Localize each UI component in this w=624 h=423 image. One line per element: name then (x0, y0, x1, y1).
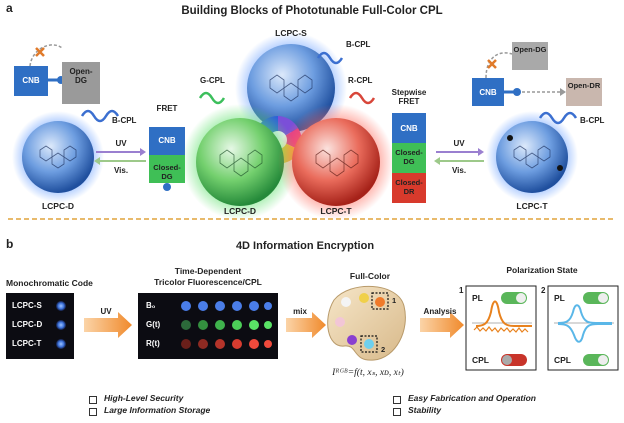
uv-arrow (84, 312, 132, 338)
vis-label-right: Vis. (451, 166, 467, 175)
sw-cnb-label: CNB (400, 124, 418, 133)
mono-title: Monochromatic Code (6, 278, 93, 288)
panel-a-title: Building Blocks of Phototunable Full-Col… (181, 5, 443, 17)
mix-label: mix (293, 307, 307, 316)
fret-closed-dg-box (149, 163, 185, 183)
sphere-lcpc-d-left (22, 121, 94, 193)
lcpc-d-label-left: LCPC-D (41, 201, 75, 211)
cnb-box-left (14, 66, 48, 96)
sw-closed-dg-label: Closed-DG (395, 148, 423, 166)
palette-mark-1: 1 (392, 296, 397, 305)
state-number-1: 1 (459, 286, 464, 295)
state-number-2: 2 (541, 286, 546, 295)
panel-b-label: b (6, 237, 14, 251)
analysis-label: Analysis (423, 307, 457, 316)
feature-4: Stability (408, 405, 442, 415)
r-cpl-label: R-CPL (348, 76, 373, 85)
state-1-pl-label: PL (472, 293, 483, 303)
open-dg-label-left: Open-DG (69, 67, 93, 85)
uv-label-right: UV (453, 139, 465, 148)
tri-row-rt: R(t) (146, 339, 160, 348)
sphere-lcpc-t-right (496, 121, 568, 193)
state-2-pl-label: PL (554, 293, 565, 303)
tri-title-2: Tricolor Fluorescence/CPL (154, 277, 262, 287)
stepwise-fret-label: Stepwise FRET (391, 88, 427, 106)
cnb-box-right (472, 78, 504, 106)
feature-2: Large Information Storage (104, 405, 211, 415)
state-1-cpl-noise (473, 326, 529, 333)
palette-color-1 (375, 297, 385, 307)
feature-1: High-Level Security (104, 393, 184, 403)
cross-mark-left (35, 47, 45, 57)
lcpc-t-label-red: LCPC-T (320, 206, 352, 216)
tri-row-b0: B₀ (146, 301, 156, 310)
uv-label-left: UV (115, 139, 127, 148)
b-cpl-label-right: B-CPL (580, 116, 605, 125)
panel-a-label: a (6, 1, 13, 15)
g-cpl-label: G-CPL (200, 76, 225, 85)
b-cpl-helix-top (316, 51, 344, 65)
palette-mark-2: 2 (381, 345, 386, 354)
fret-cnb-box (149, 127, 185, 155)
feature-checkbox-4 (393, 408, 401, 416)
open-dr-label-right: Open-DR (567, 81, 601, 90)
lcpc-t-label-right: LCPC-T (516, 201, 548, 211)
feature-checkbox-1 (89, 396, 97, 404)
fret-cnb-label: CNB (158, 136, 176, 145)
full-color-title: Full-Color (349, 271, 391, 281)
b-cpl-helix-left (80, 109, 120, 123)
encoding-equation: Iᴿᴳᴮ=f(t, xₛ, xᴅ, xₜ) (332, 368, 404, 378)
sw-cnb-box (392, 113, 426, 143)
sphere-lcpc-d-green (196, 118, 284, 206)
b-cpl-label-left: B-CPL (112, 116, 137, 125)
vis-label-left: Vis. (113, 166, 129, 175)
analysis-arrow (420, 312, 464, 338)
palette-color-2 (364, 339, 374, 349)
sw-closed-dr-label: Closed-DR (395, 178, 423, 196)
open-dg-box-right (512, 42, 548, 70)
panel-b-title: 4D Information Encryption (235, 240, 375, 252)
fret-label: FRET (156, 104, 178, 113)
mono-row-3: LCPC-T (12, 339, 42, 348)
tri-row-gt: G(t) (146, 320, 161, 329)
state-1-pl-curve (475, 300, 532, 327)
mono-row-1: LCPC-S (12, 301, 42, 310)
state-2-cpl-label: CPL (554, 355, 571, 365)
feature-checkbox-3 (393, 396, 401, 404)
lcpc-s-label: LCPC-S (275, 28, 307, 38)
state-1-cpl-label: CPL (472, 355, 489, 365)
open-dg-box-left (62, 62, 100, 104)
polarization-state-title: Polarization State (506, 265, 578, 275)
fret-closed-dg-label: Closed-DG (153, 163, 181, 181)
state-2-pl-curve (557, 304, 612, 324)
sphere-lcpc-t-red (292, 118, 380, 206)
g-cpl-helix (198, 91, 226, 105)
sw-closed-dg-box (392, 143, 426, 173)
mono-row-2: LCPC-D (12, 320, 43, 329)
feature-3: Easy Fabrication and Operation (408, 393, 537, 403)
b-cpl-helix-right (538, 111, 578, 125)
cnb-label-left: CNB (22, 76, 40, 85)
state-2-cpl-curve (557, 323, 612, 343)
open-dg-label-right: Open-DG (513, 45, 547, 54)
sw-closed-dr-box (392, 173, 426, 203)
uv-label-b: UV (100, 307, 112, 316)
b-cpl-label-top: B-CPL (346, 40, 371, 49)
r-cpl-helix (348, 91, 376, 105)
cnb-label-right: CNB (479, 88, 497, 97)
tri-title-1: Time-Dependent (174, 266, 242, 276)
lcpc-d-label-green: LCPC-D (223, 206, 257, 216)
feature-checkbox-2 (89, 408, 97, 416)
mix-arrow (286, 312, 326, 338)
cross-mark-right (487, 59, 497, 69)
open-dr-box-right (566, 78, 602, 106)
tricolor-dots (181, 301, 272, 349)
